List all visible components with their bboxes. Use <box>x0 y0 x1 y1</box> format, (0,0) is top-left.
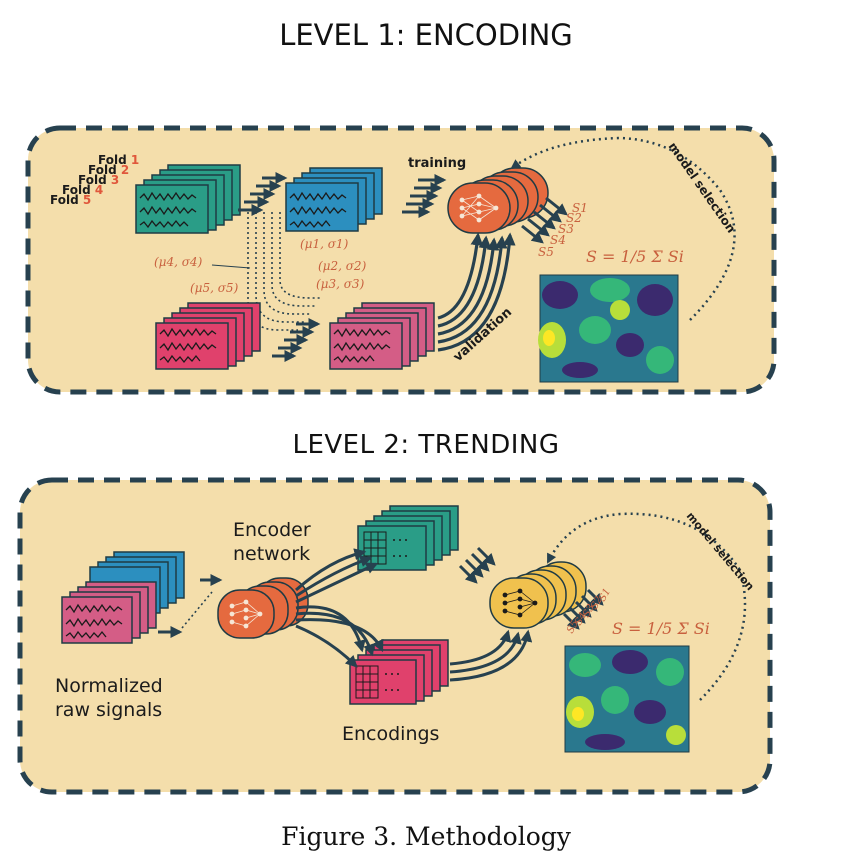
fold-labels: Fold 1 Fold 2 Fold 3 Fold 4 Fold 5 <box>50 153 139 207</box>
encoder-network-stack <box>217 577 309 639</box>
svg-text:Fold 3: Fold 3 <box>78 173 119 187</box>
svg-text:(μ3, σ3): (μ3, σ3) <box>316 277 365 291</box>
score-formula: S = 1/5 Σ Si <box>586 247 684 266</box>
svg-text:(μ4, σ4): (μ4, σ4) <box>154 255 203 269</box>
normalized-validation-stack <box>329 302 435 370</box>
arrows-training-level2 <box>458 546 496 584</box>
training-signal-stack-blue <box>285 167 383 232</box>
fold-signal-stack-teal <box>135 164 241 234</box>
svg-text:(μ1, σ1): (μ1, σ1) <box>300 237 349 251</box>
figure-caption: Figure 3. Methodology <box>281 822 571 851</box>
svg-text:Fold 1: Fold 1 <box>98 153 139 167</box>
encodings-validation-stack <box>349 639 449 705</box>
arrows-training <box>402 174 447 218</box>
encoder-label-line1: Encoder <box>233 519 311 541</box>
arrows-fold-split <box>238 172 288 216</box>
svg-text:Fold 5: Fold 5 <box>50 193 91 207</box>
svg-text:Fold 4: Fold 4 <box>62 183 103 197</box>
neural-net-icon <box>459 193 499 223</box>
normalized-label-line2: raw signals <box>55 699 162 721</box>
training-label: training <box>408 156 466 171</box>
encodings-label: Encodings <box>342 723 439 745</box>
trending-net-icon <box>502 588 538 618</box>
level2-title: LEVEL 2: TRENDING <box>292 430 560 460</box>
normalization-stats: (μ1, σ1) (μ2, σ2) (μ3, σ3) (μ4, σ4) (μ5,… <box>154 237 367 295</box>
arrows-to-encoder <box>158 574 223 638</box>
encodings-train-stack <box>357 505 459 571</box>
encoder-net-icon <box>229 599 263 629</box>
validation-curves-level2 <box>449 629 533 682</box>
svg-text:S4: S4 <box>550 233 566 247</box>
arrows-to-validation <box>272 318 321 362</box>
svg-text:(μ2, σ2): (μ2, σ2) <box>318 259 367 273</box>
encoder-label-line2: network <box>233 543 310 565</box>
svg-text:S1: S1 <box>572 201 588 215</box>
normalized-label-line1: Normalized <box>55 675 163 697</box>
encoder-output-curves <box>295 548 384 668</box>
score-labels: S1 S2 S3 S4 S5 <box>538 201 588 259</box>
heatmap-level2 <box>564 645 690 753</box>
model-stack-orange <box>447 167 549 234</box>
arrows-scores <box>521 196 568 244</box>
svg-text:Fold 2: Fold 2 <box>88 163 129 177</box>
svg-text:(μ5, σ5): (μ5, σ5) <box>190 281 239 295</box>
raw-signal-stack <box>61 551 185 644</box>
validation-signal-stack-pink <box>155 302 261 370</box>
normalization-paths <box>247 212 322 331</box>
svg-text:S5: S5 <box>538 245 554 259</box>
level1-title: LEVEL 1: ENCODING <box>279 18 573 52</box>
model-selection-loop <box>510 136 736 321</box>
arrows-scores-level2 <box>562 588 604 630</box>
trending-model-stack <box>489 561 587 629</box>
svg-text:S2: S2 <box>566 211 582 225</box>
svg-text:S3: S3 <box>558 222 574 236</box>
score-formula-level2: S = 1/5 Σ Si <box>612 619 710 638</box>
validation-curves <box>437 232 516 352</box>
heatmap-level1 <box>538 274 679 383</box>
model-selection-loop-level2 <box>546 512 747 701</box>
